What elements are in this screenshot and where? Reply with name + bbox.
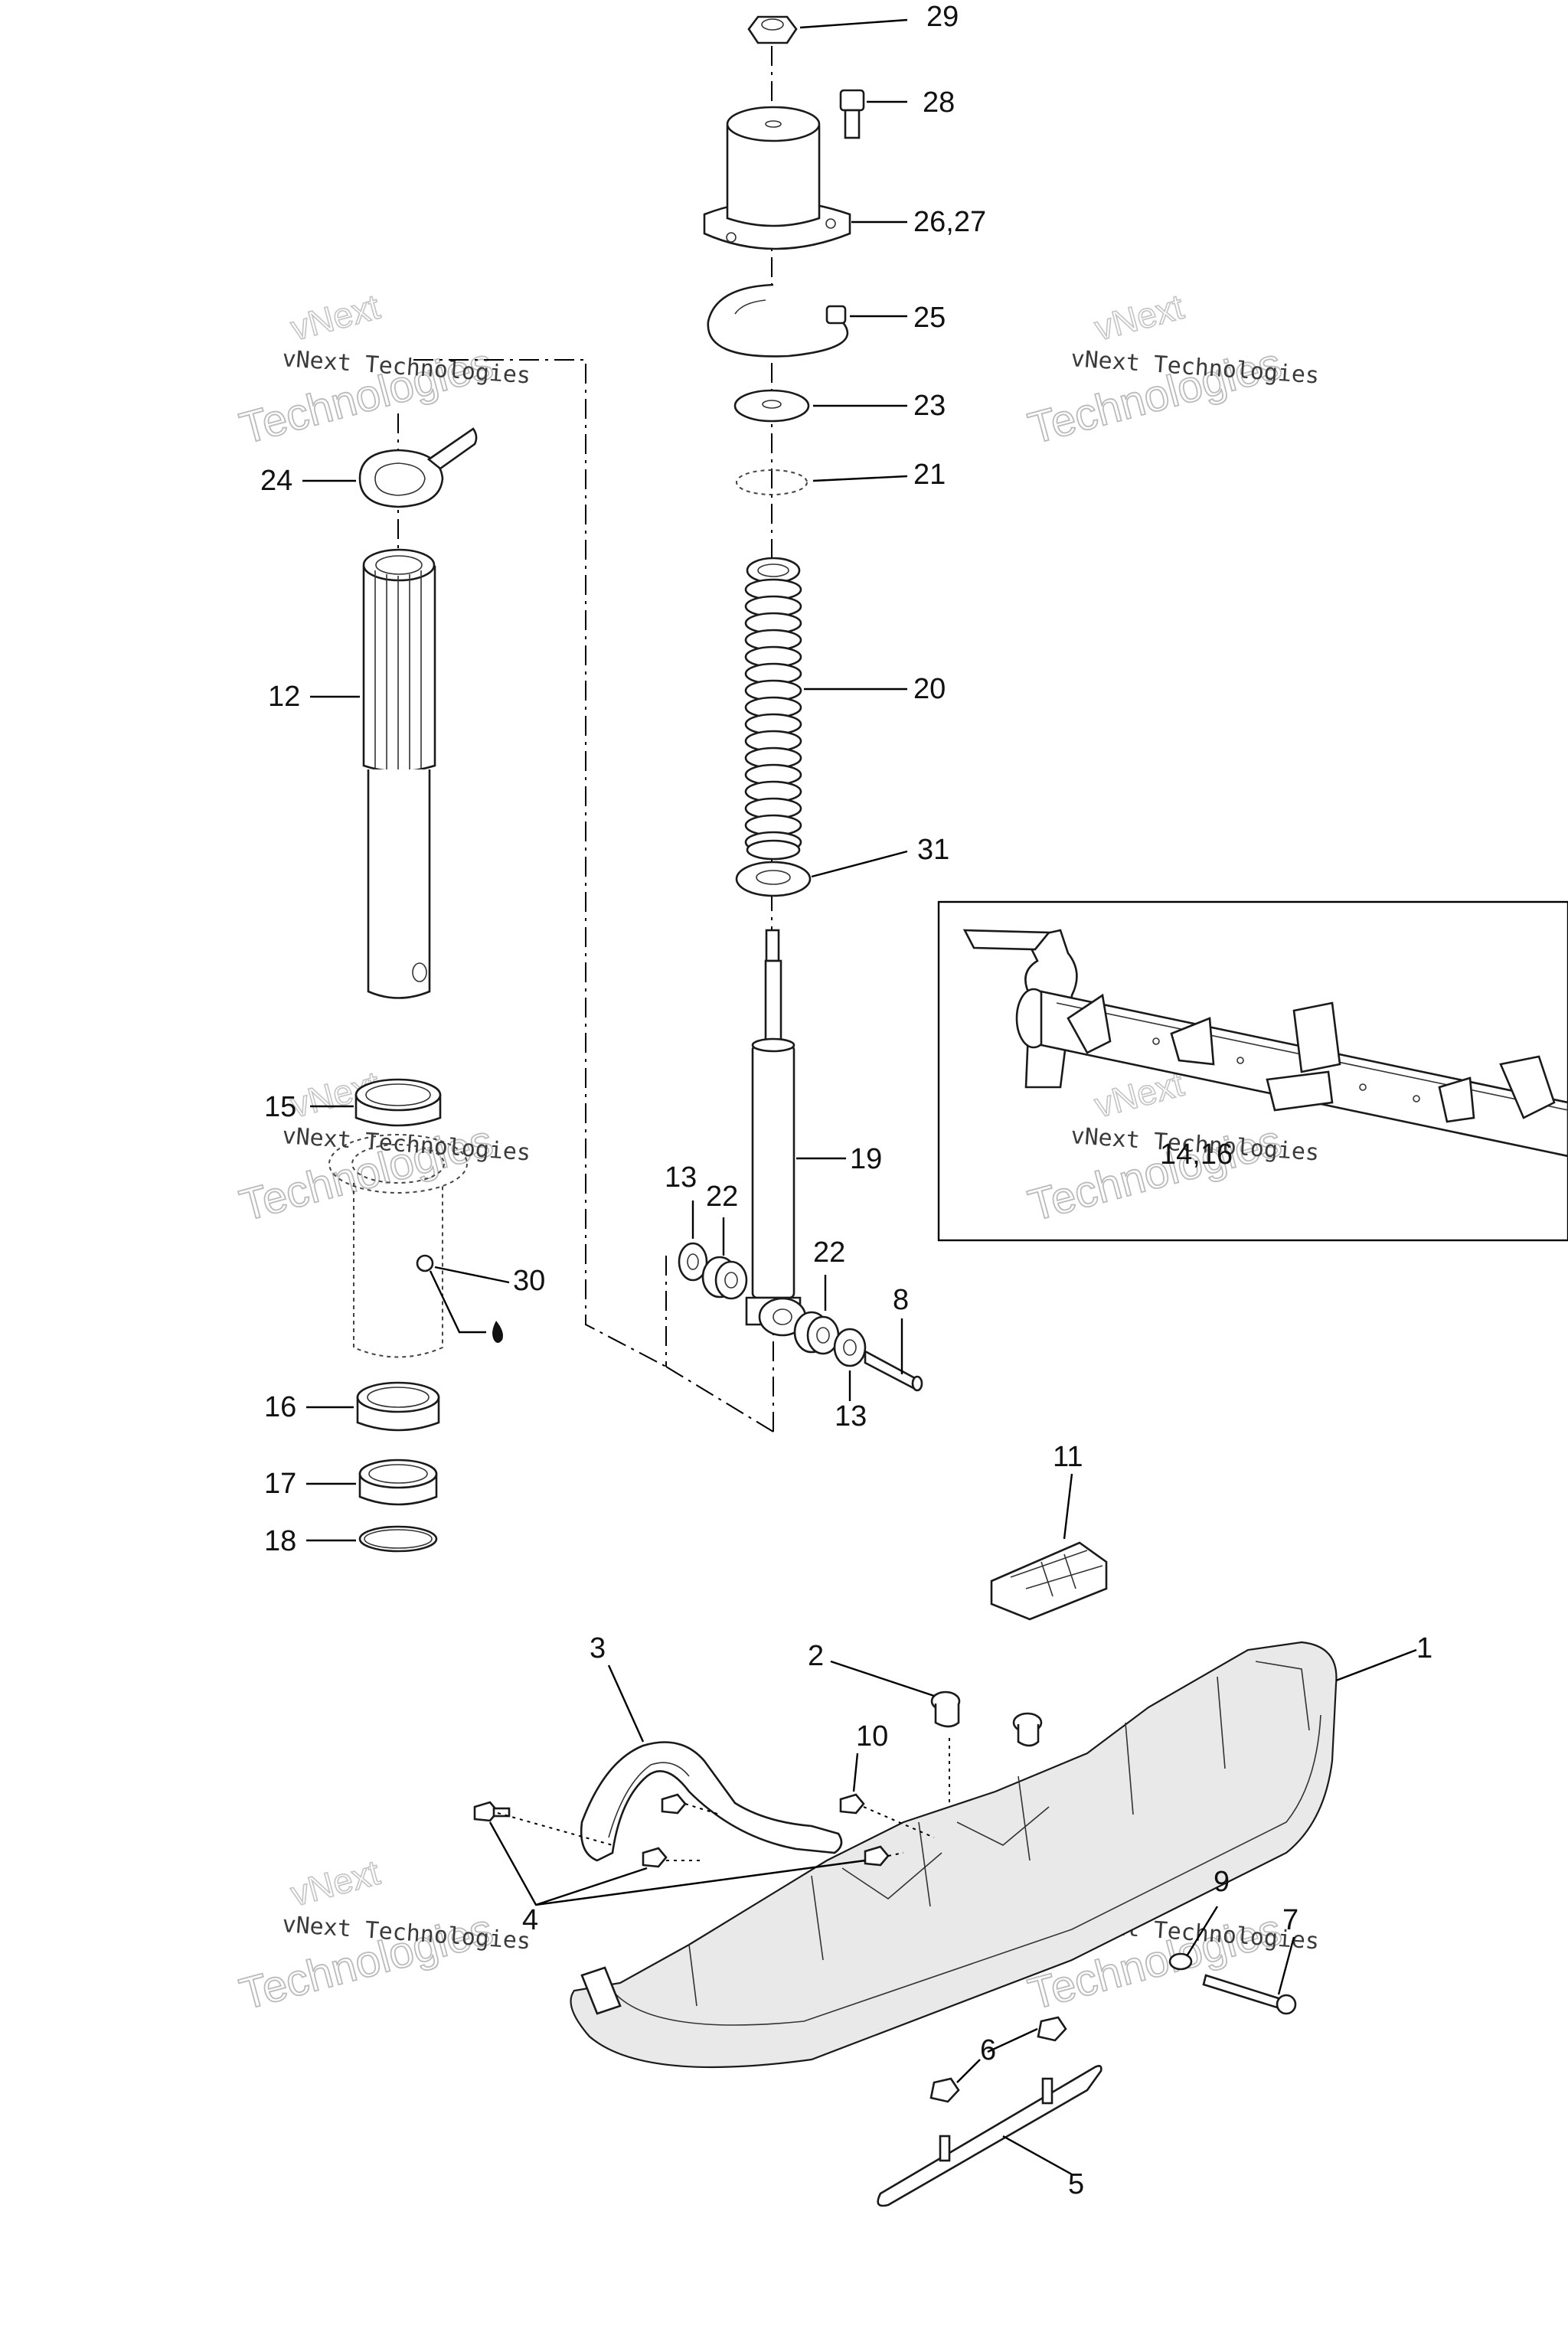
callout-17: 17: [264, 1468, 296, 1500]
part-26-27-top-mount: [703, 106, 907, 250]
svg-text:vNext: vNext: [286, 1852, 384, 1914]
callout-2: 2: [808, 1640, 824, 1672]
part-8-bolt: [864, 1318, 923, 1392]
callout-13-top: 13: [665, 1161, 697, 1194]
part-23-washer: [733, 389, 907, 423]
callout-30: 30: [513, 1265, 545, 1297]
part-13-washer-left: [678, 1200, 708, 1282]
svg-text:vNext: vNext: [1090, 286, 1187, 348]
part-3-handle: [580, 1664, 843, 1862]
part-22-bushing-right: [793, 1275, 840, 1355]
callout-26-27: 26,27: [913, 206, 986, 238]
part-22-bushing-left: [701, 1217, 748, 1300]
callout-16: 16: [264, 1391, 296, 1423]
assembly-lines: [397, 46, 950, 1838]
ghost-housing: [328, 1134, 468, 1358]
part-13-washer-right: [833, 1328, 867, 1401]
part-25-circlip: [707, 283, 907, 358]
part-30-grease-fitting: [416, 1254, 510, 1343]
callout-7: 7: [1282, 1904, 1298, 1936]
callout-12: 12: [268, 681, 300, 713]
part-12-steering-tube: [310, 548, 436, 999]
watermark-bottom-left: vNext Technologies vNext Technologies: [234, 1851, 532, 2020]
inset-frame-panel: [937, 900, 1568, 1242]
callout-10: 10: [856, 1720, 888, 1753]
part-28-screw: [839, 89, 907, 139]
part-1-ski: [570, 1641, 1417, 2069]
part-2-bushing: [830, 1660, 1043, 1747]
part-21-split-washer: [736, 469, 908, 495]
callout-3: 3: [590, 1632, 606, 1664]
part-19-shock-absorber: [745, 929, 846, 1337]
callout-23: 23: [913, 390, 946, 422]
part-29-nut: [747, 15, 908, 44]
part-15-ring: [310, 1078, 442, 1127]
callout-31: 31: [917, 834, 949, 866]
callout-19: 19: [850, 1143, 882, 1175]
part-18-snap-ring: [306, 1525, 438, 1553]
callout-1: 1: [1416, 1632, 1432, 1664]
callout-11: 11: [1053, 1441, 1083, 1473]
part-4-screws: [473, 1793, 904, 1906]
callout-4: 4: [522, 1904, 538, 1936]
part-5-runner: [877, 2065, 1102, 2207]
callout-21: 21: [913, 459, 946, 491]
part-31-spring-seat: [735, 850, 908, 897]
callout-15: 15: [264, 1091, 296, 1123]
callout-24: 24: [260, 465, 292, 497]
part-20-spring-coils: [744, 578, 802, 861]
callout-9: 9: [1214, 1866, 1230, 1898]
callout-labels: 29 28 26,27 25 23 21 20 31 19 13 22 22 8…: [260, 1, 1432, 2200]
part-11-wear-block: [990, 1473, 1108, 1621]
callout-22-left: 22: [706, 1181, 738, 1213]
watermark-top-right: vNext Technologies vNext Technologies: [1023, 286, 1321, 454]
callout-6: 6: [980, 2034, 996, 2066]
part-9-spacer: [1168, 1906, 1219, 1971]
watermark-top-left: vNext Technologies vNext Technologies: [234, 286, 532, 454]
svg-text:vNext: vNext: [286, 286, 384, 348]
callout-28: 28: [923, 87, 955, 119]
part-17-ring: [306, 1459, 438, 1506]
callout-25: 25: [913, 302, 946, 334]
callout-20: 20: [913, 673, 946, 705]
callout-8: 8: [893, 1284, 909, 1316]
callout-14-16: 14,16: [1160, 1138, 1233, 1171]
part-10-bushing: [839, 1753, 935, 1838]
callout-5: 5: [1068, 2168, 1084, 2200]
callout-13-bottom: 13: [835, 1400, 867, 1432]
callout-22-right: 22: [813, 1236, 845, 1269]
callout-18: 18: [264, 1525, 296, 1557]
part-16-ring: [306, 1381, 440, 1432]
callout-29: 29: [926, 1, 959, 33]
part-6-nuts: [929, 2016, 1067, 2103]
part-7-bolt: [1202, 1936, 1297, 2015]
spring-coil: [746, 839, 801, 861]
part-24-spanner-wrench: [302, 427, 478, 508]
